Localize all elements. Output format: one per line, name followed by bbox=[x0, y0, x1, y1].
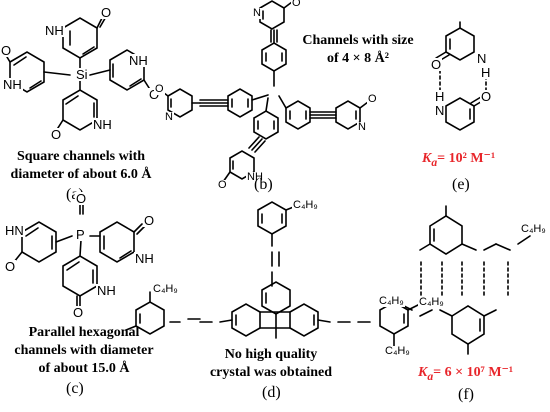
atom-label: C₄H₉ bbox=[384, 345, 411, 357]
atom-label: NH bbox=[134, 251, 155, 266]
caption-b-line1: Channels with size bbox=[302, 33, 414, 48]
caption-c-line3: of about 15.0 Å bbox=[38, 361, 130, 376]
atom-label: O bbox=[480, 89, 493, 104]
atom-label: O bbox=[75, 191, 88, 206]
atom-label: NH bbox=[246, 171, 264, 183]
ka-subscript-e: a bbox=[431, 155, 438, 169]
ka-text-e: = 10² M⁻¹ bbox=[437, 151, 496, 166]
molecule-d bbox=[125, 201, 421, 347]
atom-label: NH bbox=[96, 283, 117, 298]
atom-label: NH bbox=[92, 117, 113, 132]
atom-label: H bbox=[434, 89, 446, 104]
caption-b-line2: of 4 × 8 Å² bbox=[327, 51, 389, 66]
panel-label-f: (f) bbox=[458, 386, 474, 403]
atom-label: N bbox=[434, 103, 446, 118]
caption-c-line1: Parallel hexagonal bbox=[28, 325, 140, 340]
ka-value-f: Ka= 6 × 10⁷ M⁻¹ bbox=[418, 364, 513, 383]
atom-label: N bbox=[164, 111, 174, 123]
caption-b: Channels with size of 4 × 8 Å² bbox=[290, 32, 426, 68]
panel-label-d: (d) bbox=[262, 384, 281, 401]
atom-label: C₄H₉ bbox=[520, 223, 547, 235]
caption-a-line2: diameter of about 6.0 Å bbox=[10, 167, 152, 182]
molecule-c bbox=[13, 203, 146, 307]
atom-label: C₄H₉ bbox=[418, 296, 445, 308]
panel-label-e: (e) bbox=[452, 176, 470, 193]
atom-label: O bbox=[430, 57, 443, 72]
atom-label: N bbox=[252, 7, 262, 19]
atom-label: NH bbox=[2, 77, 23, 92]
atom-label: O bbox=[72, 305, 85, 320]
caption-a-line1: Square channels with bbox=[16, 149, 146, 164]
ka-symbol-f: K bbox=[418, 365, 428, 380]
atom-label: C₄H₉ bbox=[378, 295, 405, 307]
panel-label-b: (b) bbox=[254, 176, 273, 193]
atom-label: N bbox=[476, 51, 488, 66]
atom-label: C₄H₉ bbox=[152, 283, 179, 295]
atom-label: H bbox=[480, 65, 492, 80]
atom-label: O bbox=[0, 43, 13, 58]
atom-label: N bbox=[357, 121, 367, 133]
ka-value-e: Ka= 10² M⁻¹ bbox=[422, 150, 495, 169]
caption-d: No high quality crystal was obtained bbox=[196, 346, 346, 382]
atom-label: Si bbox=[75, 67, 89, 82]
caption-a: Square channels with diameter of about 6… bbox=[6, 148, 156, 184]
caption-c: Parallel hexagonal channels with diamete… bbox=[4, 324, 164, 378]
caption-d-line1: No high quality bbox=[224, 347, 318, 362]
atom-label: O bbox=[4, 259, 17, 274]
atom-label: NH bbox=[128, 53, 149, 68]
ka-symbol-e: K bbox=[422, 151, 432, 166]
atom-label: HN bbox=[4, 223, 25, 238]
molecule-e bbox=[435, 21, 485, 131]
atom-label: C₄H₉ bbox=[292, 199, 319, 211]
atom-label: O bbox=[100, 5, 113, 20]
hbonds-f bbox=[420, 261, 509, 297]
atom-label: O bbox=[50, 127, 63, 142]
ka-text-f: = 6 × 10⁷ M⁻¹ bbox=[433, 365, 514, 380]
atom-label: O bbox=[143, 213, 156, 228]
atom-label: P bbox=[75, 227, 86, 242]
caption-c-line2: channels with diameter bbox=[14, 343, 154, 358]
atom-label: O bbox=[291, 0, 302, 9]
atom-label: O bbox=[217, 179, 228, 191]
atom-label: NH bbox=[44, 23, 65, 38]
atom-label: O bbox=[154, 83, 165, 95]
panel-label-c: (c) bbox=[66, 380, 84, 397]
ka-subscript-f: a bbox=[427, 369, 434, 383]
caption-d-line2: crystal was obtained bbox=[209, 365, 333, 380]
molecule-b bbox=[159, 0, 369, 183]
atom-label: O bbox=[367, 93, 378, 105]
molecule-f bbox=[399, 205, 531, 355]
